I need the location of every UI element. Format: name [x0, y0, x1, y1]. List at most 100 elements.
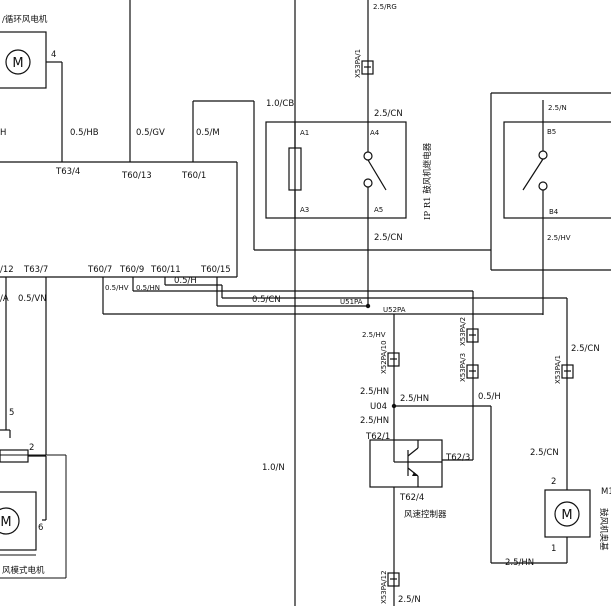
wire-label: 0.5/HB	[70, 128, 99, 138]
relay-output: 2.5/CN	[365, 187, 403, 309]
wire-label: 2.5/N	[548, 104, 567, 112]
terminal-label: T60/13	[121, 171, 152, 181]
wire-label: 0.5/HN	[136, 284, 160, 292]
wire-label: 1.0/N	[262, 463, 285, 473]
connector	[561, 364, 574, 379]
wire-label: 0.5/VN	[18, 294, 47, 304]
connector	[466, 328, 479, 343]
wire-label: 0.5/HV	[105, 284, 129, 292]
pin-label: A1	[300, 129, 309, 137]
bottom-ground: X53PA/12 2.5/N	[380, 487, 421, 606]
wire-label: 2.5/CN	[530, 448, 559, 458]
right-relay-box	[503, 121, 611, 219]
pin-label: A3	[300, 206, 309, 214]
wire-label: /A	[0, 294, 9, 304]
connector-label: X53PA/1	[354, 49, 362, 78]
left-harness-wires	[0, 0, 491, 278]
connector	[466, 364, 479, 379]
motor-letter: M	[561, 508, 572, 523]
relay-contact	[538, 150, 548, 160]
motor-name: 鼓风机奥基	[598, 508, 609, 551]
wire-label: 2.5/CN	[374, 109, 403, 119]
connector	[387, 572, 400, 587]
wire-label: 2.5/HN	[400, 394, 429, 404]
wire-label: 2.5/HV	[547, 234, 571, 242]
wire-label: 1.0/CB	[266, 99, 294, 109]
pin-label: 1	[551, 544, 556, 554]
pin-label: 4	[51, 50, 56, 60]
mode-motor-label: 风模式电机	[2, 565, 45, 576]
motor-letter: M	[0, 515, 11, 530]
wire-label: 2.5/HN	[360, 416, 389, 426]
wire-label: 2.5/N	[398, 595, 421, 605]
splice-label: U51PA	[340, 298, 363, 306]
motor-symbol	[5, 49, 31, 75]
pin-label: 5	[9, 408, 14, 418]
mode-motor-box	[0, 491, 37, 551]
terminal-label: T60/11	[150, 265, 181, 275]
terminal-label: T60/7	[87, 265, 112, 275]
connector	[361, 60, 374, 75]
wire-label: 2.5/CN	[571, 344, 600, 354]
x53-connectors: X53PA/2 X53PA/3 0.5/H	[442, 291, 501, 461]
connector-label: X53PA/12	[380, 570, 388, 604]
wire-label: 2.5/CN	[374, 233, 403, 243]
motor-symbol	[554, 501, 580, 527]
pin-label: 2	[29, 443, 34, 453]
connector-label: X53PA/3	[459, 353, 467, 382]
wire-label: 0.5/M	[196, 128, 220, 138]
connector-label: X53PA/1	[554, 355, 562, 384]
speed-controller-box	[369, 439, 443, 488]
wire-label: 2.5/HN	[360, 387, 389, 397]
motor-symbol	[0, 507, 20, 535]
terminal-label: T60/15	[200, 265, 231, 275]
connector-label: X52PA/10	[380, 340, 388, 374]
relay-contact	[538, 181, 548, 191]
relay-name: IP R1 鼓风机继电器	[422, 142, 433, 220]
right-relay: 2.5/N B5 B4 2.5/HV	[490, 92, 611, 315]
terminal-label: T60/1	[181, 171, 206, 181]
wire-label: 0.5/CN	[252, 295, 281, 305]
relay-supply: 2.5/RG X53PA/1 2.5/CN	[354, 0, 403, 152]
pin-label: B5	[547, 128, 556, 136]
blower-motor-branch: 2.5/CN X53PA/1 2.5/CN 2 M 1 2.5/HN M1 鼓风…	[473, 297, 611, 568]
wire-label: 0.5/GV	[136, 128, 165, 138]
connector-label: X53PA/2	[459, 317, 467, 346]
blower-relay: A1 A4 A3 A5 IP R1 鼓风机继电器	[265, 121, 433, 220]
pin-label: 2	[551, 477, 556, 487]
terminal-label: T60/9	[119, 265, 144, 275]
relay-box	[265, 121, 407, 219]
wire-label: 0.5/H	[174, 276, 197, 286]
splice-label: U52PA	[383, 306, 406, 314]
wire-label: 2.5/HN	[505, 558, 534, 568]
circulation-motor-label: /循环风电机	[2, 14, 48, 25]
pin-label: A4	[370, 129, 380, 137]
relay-contact	[363, 178, 373, 188]
mode-motor-resistor	[0, 449, 29, 463]
terminal-label: T62/1	[365, 432, 390, 442]
terminal-label: T62/3	[445, 453, 470, 463]
motor-label: M1	[601, 487, 611, 497]
motor-letter: M	[12, 56, 23, 71]
terminal-label: T63/4	[55, 167, 80, 177]
pin-label: A5	[374, 206, 383, 214]
mode-motor-branch: /A 0.5/VN 5 2 M 6 风模式电机	[0, 277, 67, 579]
ecu-bottom-terminals: /12 T63/7 T60/7 T60/9 T60/11 T60/15	[0, 265, 231, 275]
circulation-motor-box	[0, 31, 47, 89]
pin-label: 6	[38, 523, 43, 533]
connector	[387, 352, 400, 367]
ecu-output-wires: 0.5/HV 0.5/HN 0.5/H 0.5/CN U51PA U52PA	[102, 276, 543, 315]
wire-label: 2.5/HV	[362, 331, 386, 339]
wire-label: 2.5/RG	[373, 3, 397, 11]
speed-controller-label: 风速控制器	[404, 509, 447, 520]
splice-label: U04	[370, 402, 387, 412]
wire-label: H	[0, 128, 6, 138]
pin-label: B4	[549, 208, 559, 216]
terminal-label: T63/7	[23, 265, 48, 275]
wire-label: 0.5/H	[478, 392, 501, 402]
terminal-label: T62/4	[399, 493, 424, 503]
circulation-motor: M /循环风电机 4	[0, 14, 56, 89]
relay-contact	[363, 151, 373, 161]
speed-controller-branch: 2.5/HV X52PA/10 2.5/HN U04 2.5/HN 2.5/HN	[360, 314, 473, 437]
